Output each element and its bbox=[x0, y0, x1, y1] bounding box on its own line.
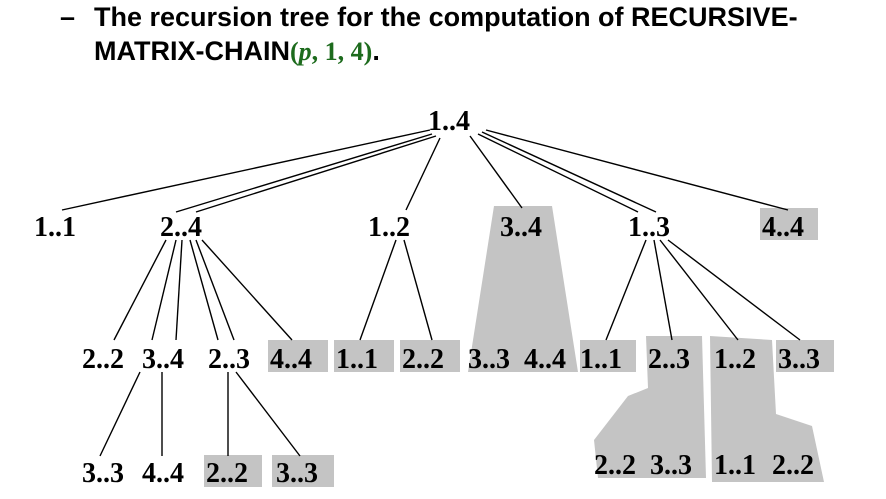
node-l3-2: 2..2 bbox=[206, 458, 248, 489]
node-l3-4: 2..2 bbox=[594, 450, 636, 481]
shaded-region-1-2 bbox=[710, 336, 824, 482]
highlight-regions bbox=[204, 206, 834, 487]
bullet-dash: – bbox=[60, 2, 76, 32]
node-l2-7: 4..4 bbox=[524, 344, 566, 375]
node-l2-5: 2..2 bbox=[402, 344, 444, 375]
node-l3-6: 1..1 bbox=[714, 450, 756, 481]
node-l2-11: 3..3 bbox=[778, 344, 820, 375]
shaded-box-4-4-mid bbox=[268, 340, 328, 372]
shaded-box-2-2-low bbox=[204, 455, 262, 487]
node-l3-1: 4..4 bbox=[142, 458, 184, 489]
shaded-box-4-4-top bbox=[760, 208, 818, 240]
node-l2-4: 1..1 bbox=[336, 344, 378, 375]
node-l1-4: 1..3 bbox=[628, 212, 670, 243]
node-l2-10: 1..2 bbox=[714, 344, 756, 375]
node-root: 1..4 bbox=[428, 106, 470, 137]
shaded-box-2-2-mid bbox=[400, 340, 460, 372]
shaded-box-1-1-mid bbox=[334, 340, 394, 372]
node-l3-3: 3..3 bbox=[276, 458, 318, 489]
node-l3-7: 2..2 bbox=[772, 450, 814, 481]
shaded-box-1-1-b bbox=[580, 340, 636, 372]
node-l1-2: 1..2 bbox=[368, 212, 410, 243]
node-l3-5: 3..3 bbox=[650, 450, 692, 481]
caption-args: (p, 1, 4) bbox=[289, 37, 373, 66]
node-l2-3: 4..4 bbox=[270, 344, 312, 375]
node-l2-9: 2..3 bbox=[648, 344, 690, 375]
shaded-box-3-3-mid bbox=[776, 340, 834, 372]
node-l2-0: 2..2 bbox=[82, 344, 124, 375]
node-l1-5: 4..4 bbox=[762, 212, 804, 243]
caption-arg-p: p bbox=[298, 37, 312, 66]
node-l1-0: 1..1 bbox=[34, 212, 76, 243]
caption-main: The recursion tree for the computation o… bbox=[94, 2, 798, 66]
node-l2-6: 3..3 bbox=[468, 344, 510, 375]
caption-text: The recursion tree for the computation o… bbox=[94, 0, 874, 69]
node-l2-8: 1..1 bbox=[580, 344, 622, 375]
node-l2-1: 3..4 bbox=[142, 344, 184, 375]
node-l1-3: 3..4 bbox=[500, 212, 542, 243]
node-l3-0: 3..3 bbox=[82, 458, 124, 489]
tree-nodes: 1..4 1..1 2..4 1..2 3..4 1..3 4..4 2..2 … bbox=[34, 106, 820, 489]
shaded-region-2-3 bbox=[594, 336, 706, 478]
shaded-region-3-4 bbox=[468, 206, 578, 372]
node-l2-2: 2..3 bbox=[208, 344, 250, 375]
caption-period: . bbox=[372, 36, 380, 66]
node-l1-1: 2..4 bbox=[160, 212, 202, 243]
shaded-box-3-3-low bbox=[272, 455, 334, 487]
tree-edges bbox=[61, 129, 801, 457]
